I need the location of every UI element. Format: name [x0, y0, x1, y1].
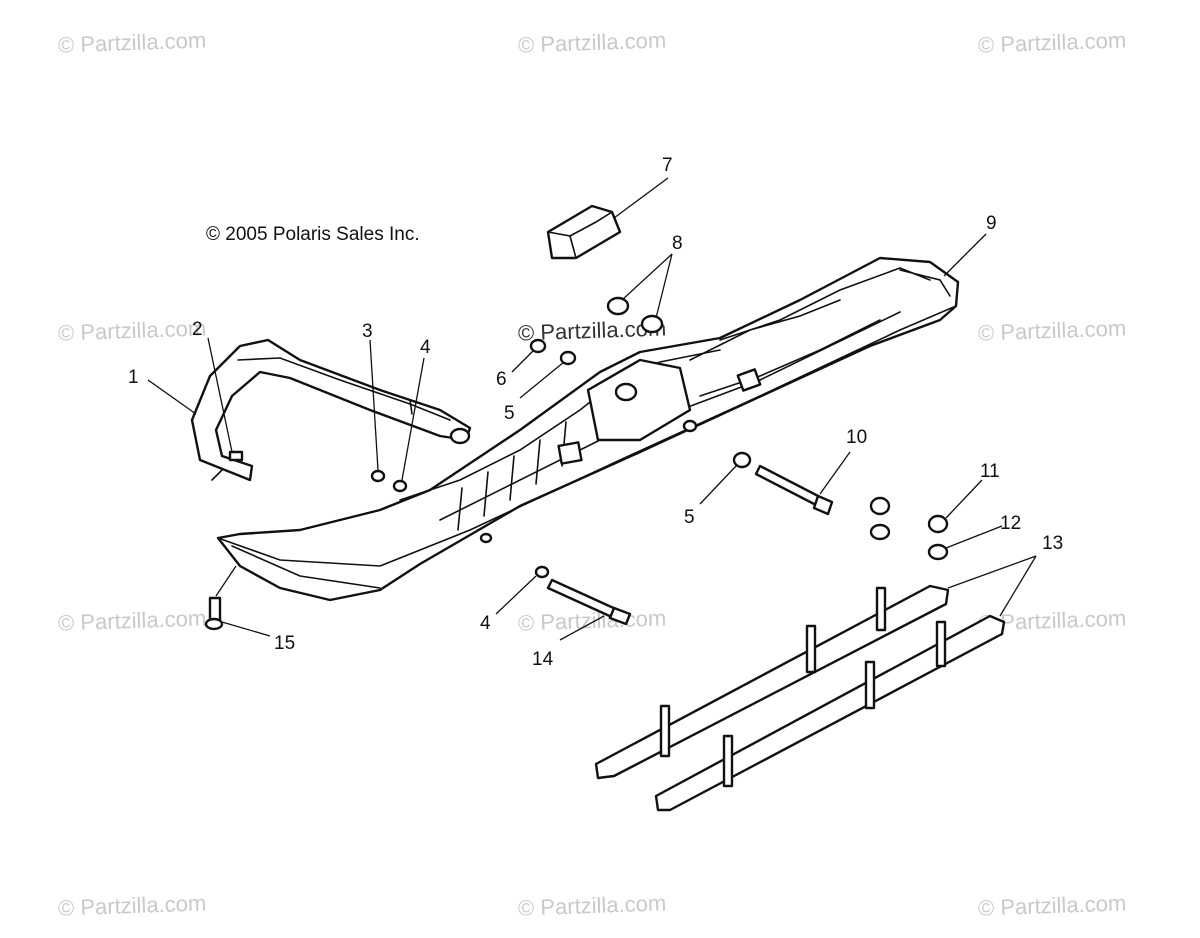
bolt-10[interactable]	[754, 464, 834, 516]
callout-5-lower: 5	[684, 507, 695, 528]
callout-7: 7	[662, 155, 673, 176]
carbide-runners[interactable]	[594, 584, 1006, 812]
washer-8-b[interactable]	[640, 314, 664, 334]
washer-8-a[interactable]	[606, 296, 630, 316]
callout-13: 13	[1042, 533, 1064, 554]
ski-body[interactable]	[216, 256, 960, 602]
nut-6[interactable]	[529, 338, 547, 354]
callout-4-upper: 4	[420, 337, 431, 358]
callout-12: 12	[1000, 513, 1022, 534]
callout-10: 10	[846, 427, 868, 448]
washer-4-lower[interactable]	[534, 565, 550, 579]
bumper-block[interactable]	[546, 204, 622, 260]
washer-12-a[interactable]	[869, 523, 891, 541]
nut-11-a[interactable]	[869, 496, 891, 516]
nut-11-b[interactable]	[927, 514, 949, 534]
washer-4-upper[interactable]	[392, 479, 408, 493]
callout-8: 8	[672, 233, 683, 254]
washer-5-upper[interactable]	[559, 350, 577, 366]
callout-11: 11	[980, 461, 1000, 482]
callout-1: 1	[128, 367, 139, 388]
callout-2: 2	[192, 319, 203, 340]
callout-4-lower: 4	[480, 613, 491, 634]
handle-clip[interactable]	[228, 450, 244, 462]
callout-5-upper: 5	[504, 403, 515, 424]
callout-6: 6	[496, 369, 507, 390]
copyright-notice: © 2005 Polaris Sales Inc.	[206, 224, 420, 245]
nut-3[interactable]	[370, 469, 386, 483]
washer-12-b[interactable]	[927, 543, 949, 561]
callout-3: 3	[362, 321, 373, 342]
washer-5-lower[interactable]	[732, 451, 752, 469]
callout-14: 14	[532, 649, 554, 670]
rivet-15[interactable]	[204, 596, 224, 631]
callout-9: 9	[986, 213, 997, 234]
callout-15: 15	[274, 633, 296, 654]
bolt-14[interactable]	[546, 578, 632, 626]
